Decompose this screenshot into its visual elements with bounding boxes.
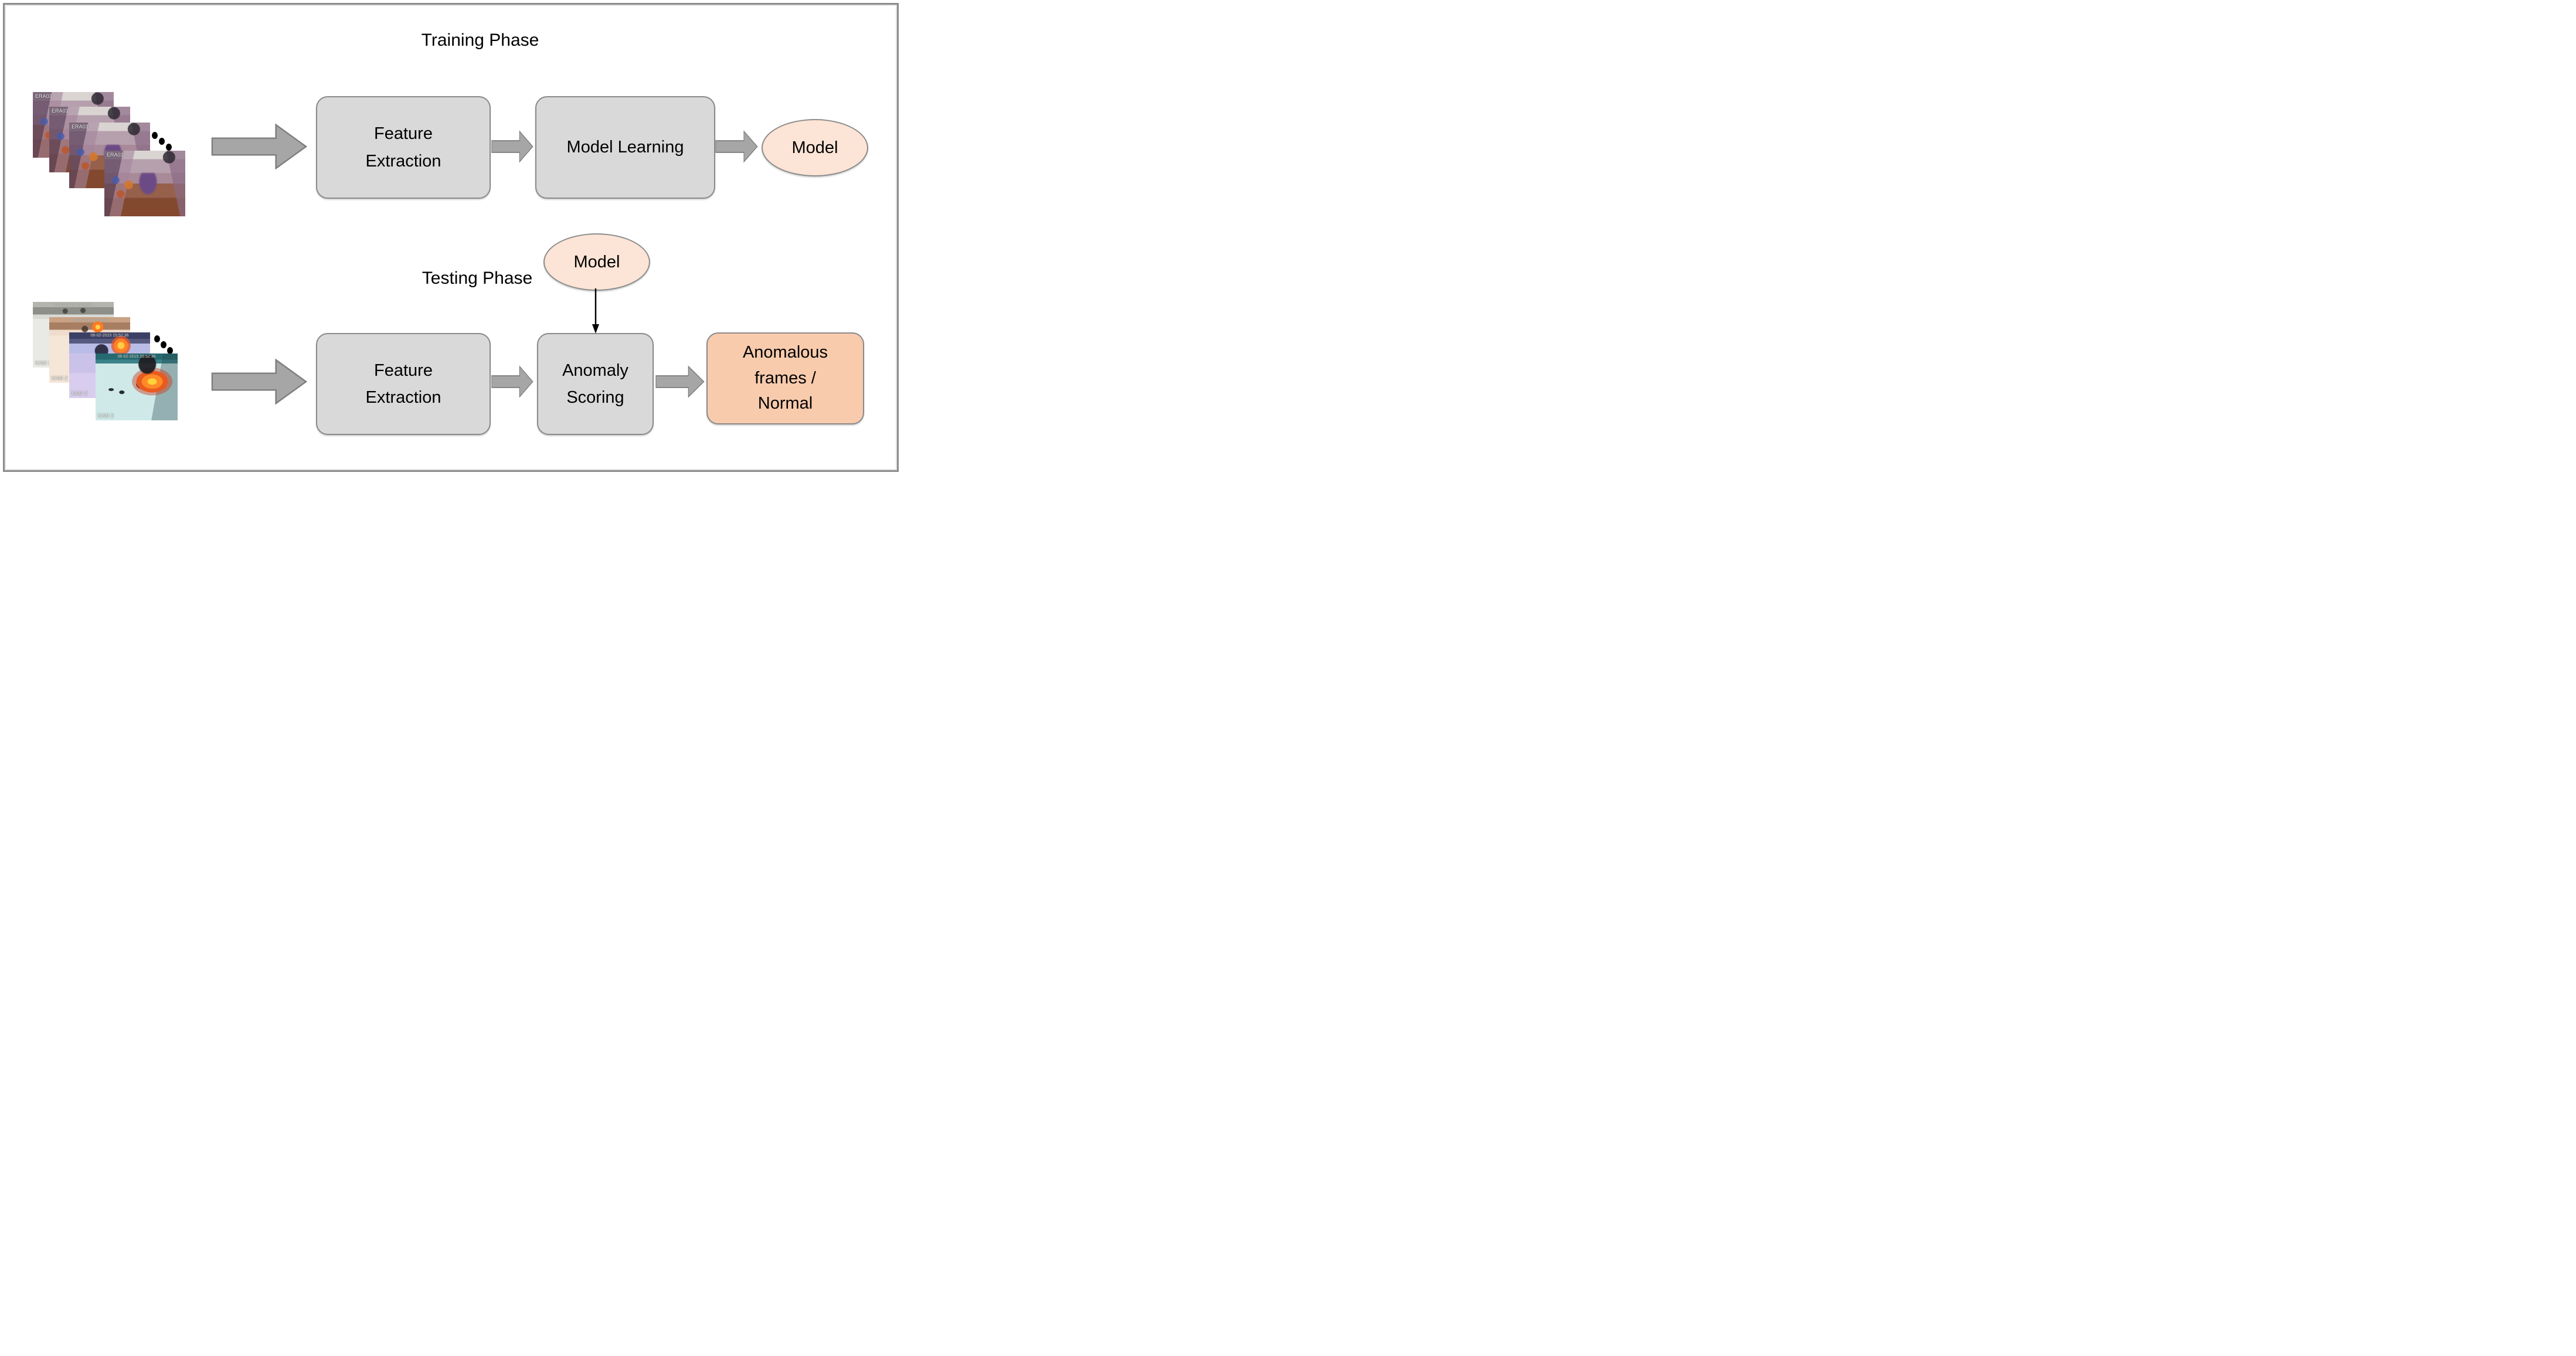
box-label-line: Model Learning [566, 138, 684, 157]
arrow-right-icon [211, 359, 307, 405]
box-label-line: frames / [755, 368, 816, 388]
testing-video-frames: 06-02-2015 15:52:36 KAM 2 06-02-2015 15:… [33, 302, 219, 421]
box-label-line: Extraction [365, 151, 441, 171]
box-label-line: Anomaly [562, 361, 628, 380]
box-label-line: Scoring [566, 388, 624, 407]
camera-id-label: KAM 2 [52, 375, 68, 381]
ellipsis-dot-icon [152, 132, 158, 139]
testing-model-ellipse: Model [543, 233, 650, 291]
box-label-line: Feature [374, 124, 433, 144]
anomalous-frames-output-box: Anomalous frames / Normal [706, 332, 864, 424]
arrow-right-icon [491, 131, 533, 162]
camera-id-label: ERA03 [35, 93, 52, 99]
timestamp-label: 06-02-2015 15:52:36 [90, 334, 129, 338]
testing-phase-title: Testing Phase [422, 269, 533, 288]
anomaly-scoring-box: Anomaly Scoring [537, 333, 654, 435]
timestamp-label: 06-02-2015 15:52:36 [117, 355, 156, 359]
camera-id-label: KAM 2 [72, 390, 88, 396]
ellipse-label: Model [573, 252, 620, 271]
box-label-line: Normal [757, 394, 813, 413]
ellipsis-dot-icon [159, 138, 165, 145]
training-phase-title: Training Phase [421, 30, 539, 50]
camera-id-label: ERA03 [107, 152, 124, 158]
ellipsis-dot-icon [167, 347, 173, 354]
arrow-right-icon [211, 124, 307, 169]
training-model-ellipse: Model [762, 119, 868, 176]
box-label-line: Feature [374, 361, 433, 380]
training-feature-extraction-box: Feature Extraction [316, 96, 491, 199]
ellipse-label: Model [791, 138, 838, 157]
ellipsis-dot-icon [166, 144, 172, 151]
training-video-frames: ERA03 ERA03 ERA03 ERA03 [33, 92, 219, 218]
flow-diagram: Training Phase ERA03 ERA03 ERA03 ERA03 F… [0, 0, 902, 475]
camera-id-label: KAM 2 [98, 413, 114, 419]
arrow-right-icon [715, 131, 758, 162]
cctv-frame: ERA03 [104, 151, 185, 216]
arrow-down-icon [592, 288, 599, 334]
ellipsis-dot-icon [161, 341, 166, 348]
arrow-right-icon [491, 366, 533, 397]
cctv-frame: 06-02-2015 15:52:36 KAM 2 [96, 354, 178, 420]
timestamp-label: 06-02-2015 15:52:36 [54, 303, 93, 307]
testing-feature-extraction-box: Feature Extraction [316, 333, 491, 435]
arrow-right-icon [655, 366, 705, 397]
ellipsis-dot-icon [154, 335, 160, 342]
camera-id-label: KAM 2 [35, 360, 52, 366]
timestamp-label: 06-02-2015 15:52:36 [70, 318, 109, 322]
box-label-line: Anomalous [742, 343, 828, 362]
camera-id-label: ERA03 [52, 108, 69, 114]
model-learning-box: Model Learning [535, 96, 715, 199]
box-label-line: Extraction [365, 388, 441, 407]
camera-id-label: ERA03 [72, 124, 89, 130]
